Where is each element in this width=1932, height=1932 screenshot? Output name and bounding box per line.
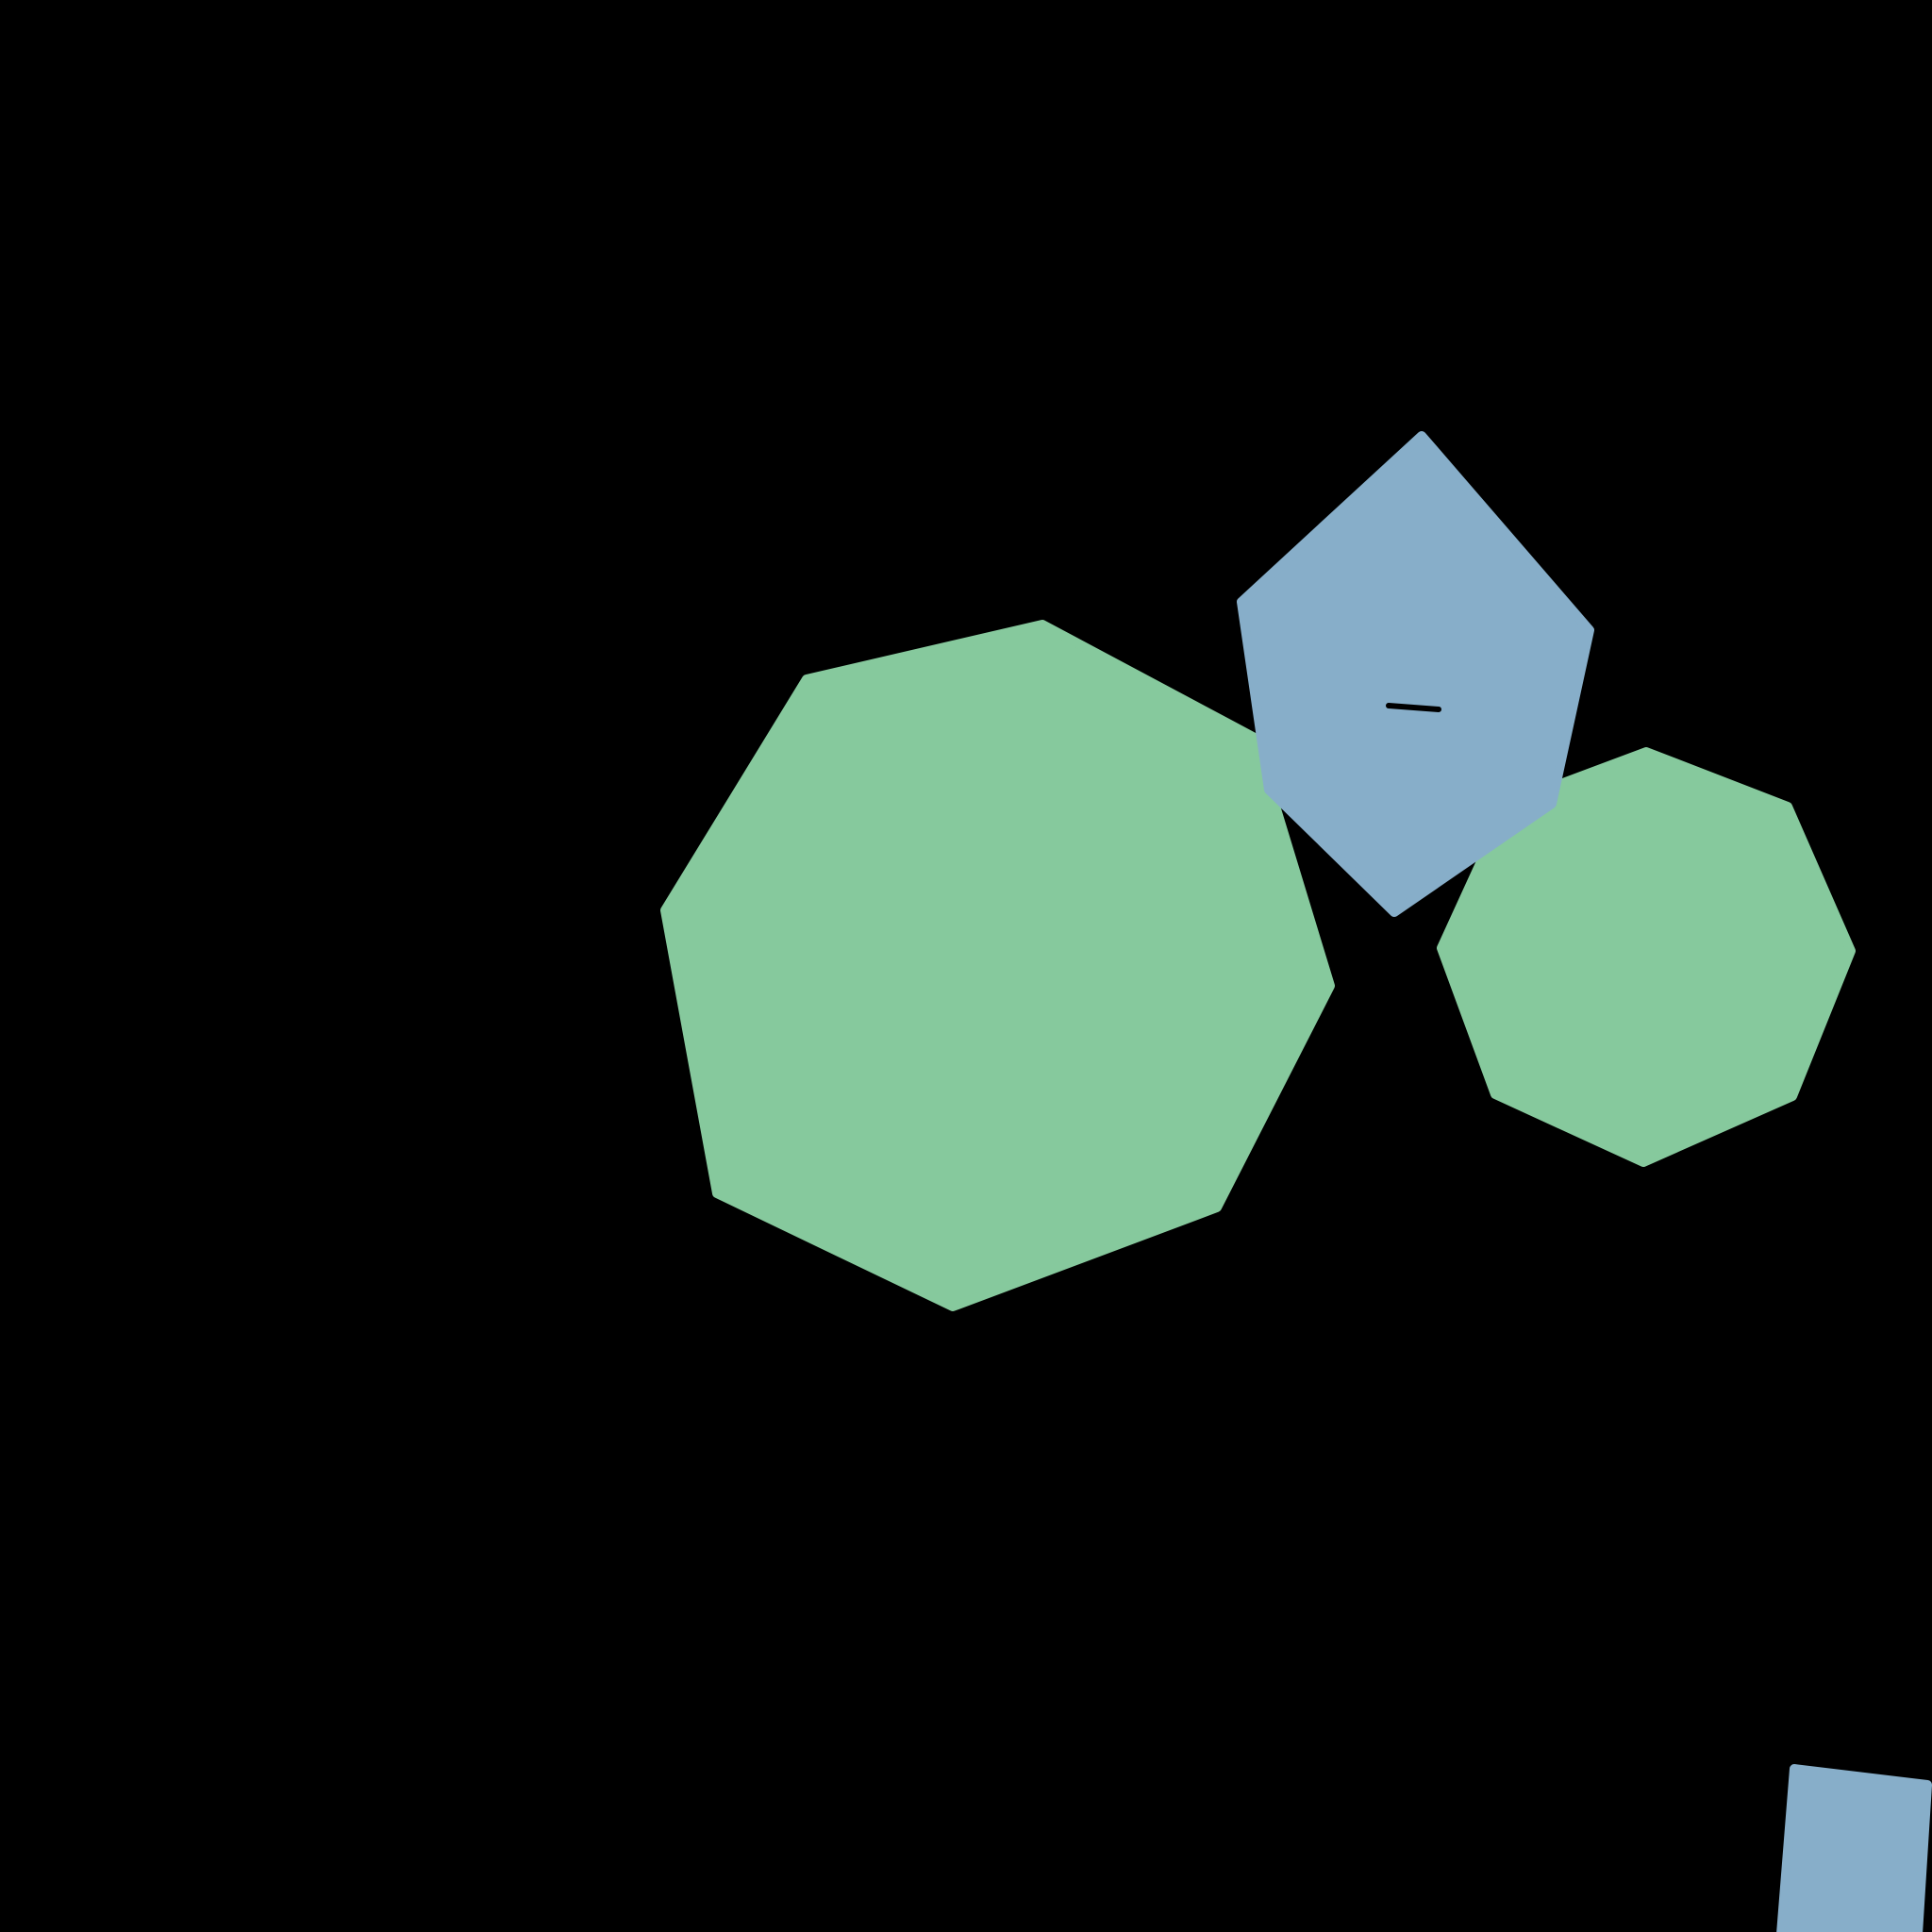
blue-square-shape: [1776, 1764, 1932, 1932]
blue-hexagon-shape: [1237, 431, 1594, 917]
dash-mark: [1386, 703, 1441, 712]
large-green-octagon-shape: [660, 620, 1335, 1311]
